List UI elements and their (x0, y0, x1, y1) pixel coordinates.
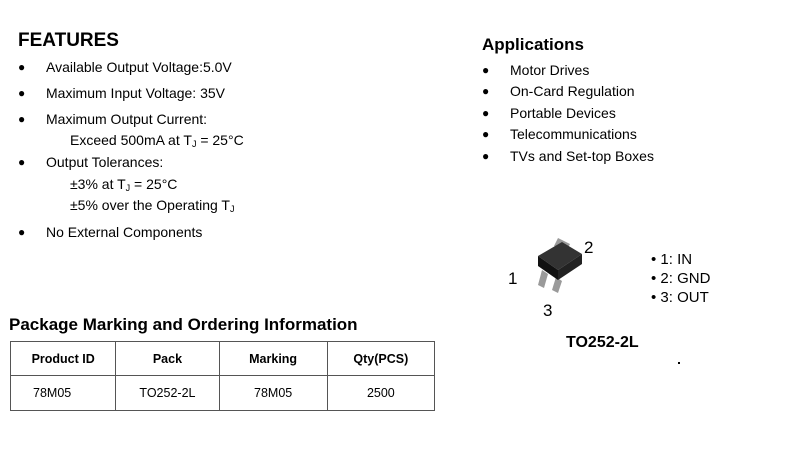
features-heading: FEATURES (18, 30, 119, 51)
pin-assignment: • 2: GND (651, 270, 711, 287)
ordering-heading: Package Marking and Ordering Information (9, 315, 358, 334)
ordering-table: Product ID Pack Marking Qty(PCS) 78M05 T… (9, 341, 436, 411)
bullet-icon: ● (18, 112, 26, 126)
feature-text: Maximum Output Current: (46, 111, 208, 127)
applications-heading: Applications (482, 35, 585, 54)
pin-label-1: 1 (508, 269, 518, 288)
bullet-icon: ● (18, 225, 26, 239)
to252-package-icon (538, 238, 582, 293)
application-text: Motor Drives (510, 62, 590, 78)
bullet-icon: ● (482, 63, 490, 77)
feature-text: Output Tolerances: (46, 154, 164, 170)
column-header-qty: Qty(PCS) (326, 341, 436, 376)
application-text: Portable Devices (510, 105, 616, 121)
pin-assignment: • 3: OUT (651, 289, 709, 306)
cell-product-id: 78M05 (9, 375, 117, 411)
pin-assignment: • 1: IN (651, 251, 693, 268)
package-top (538, 242, 582, 270)
bullet-icon: ● (18, 155, 26, 169)
bullet-icon: ● (18, 86, 26, 100)
tolerance-line-1: ±3% at TJ = 25°C (70, 176, 178, 193)
column-header-product-id: Product ID (9, 341, 117, 376)
bullet-icon: ● (482, 127, 490, 141)
package-caption: TO252-2L (566, 334, 639, 351)
application-text: Telecommunications (510, 126, 637, 142)
bullet-icon: ● (482, 84, 490, 98)
package-side (558, 254, 582, 280)
pin-label-2: 2 (584, 238, 594, 257)
cell-marking: 78M05 (218, 375, 328, 411)
table-header-row: Product ID Pack Marking Qty(PCS) (9, 341, 436, 376)
tolerance-line-2: ±5% over the Operating TJ (70, 197, 235, 214)
bullet-icon: ● (482, 149, 490, 163)
pin-3-lead (552, 277, 562, 293)
current-detail: Exceed 500mA at TJ = 25°C (70, 132, 244, 149)
feature-text: No External Components (46, 224, 203, 240)
pin-1-lead (538, 270, 548, 288)
pin-assignment-list: • 1: IN • 2: GND • 3: OUT (651, 250, 710, 307)
package-front (538, 256, 558, 280)
cell-pack: TO252-2L (115, 375, 220, 411)
column-header-marking: Marking (218, 341, 328, 376)
table-row: 78M05 TO252-2L 78M05 2500 (9, 375, 436, 411)
feature-text: Maximum Input Voltage: 35V (46, 85, 225, 101)
bullet-icon: ● (482, 106, 490, 120)
application-text: On-Card Regulation (510, 83, 635, 99)
feature-text: Available Output Voltage:5.0V (46, 59, 232, 75)
column-header-pack: Pack (115, 341, 220, 376)
bullet-icon: ● (18, 60, 26, 74)
pin-label-3: 3 (543, 301, 553, 320)
cell-qty: 2500 (326, 375, 436, 411)
application-text: TVs and Set-top Boxes (510, 148, 654, 164)
stray-mark (678, 362, 680, 364)
